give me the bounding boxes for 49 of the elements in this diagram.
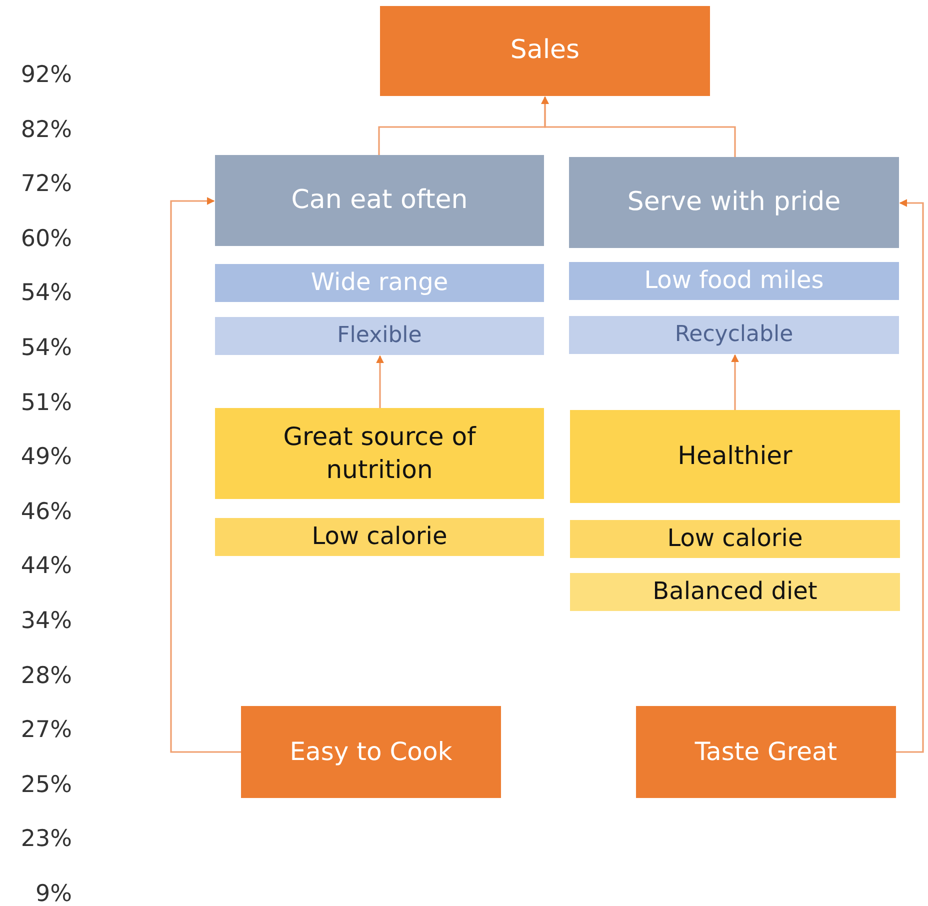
node-label: Great source of nutrition — [282, 421, 478, 486]
percentage-label: 60% — [20, 226, 72, 252]
arrow — [731, 354, 739, 410]
attribute-bar — [215, 317, 544, 355]
node-label: Sales — [510, 34, 580, 68]
attribute-bar — [215, 264, 544, 302]
node-label: Recyclable — [674, 320, 794, 349]
benefit-box — [215, 155, 544, 246]
percentage-label: 46% — [20, 498, 72, 525]
node-label: Can eat often — [291, 184, 468, 217]
benefit-box — [569, 157, 899, 248]
arrow — [541, 96, 736, 157]
sales-box — [380, 6, 710, 96]
percentage-label: 23% — [20, 826, 72, 852]
percentage-label: 51% — [20, 390, 72, 416]
percentage-label: 49% — [20, 444, 72, 470]
percentage-label: 54% — [20, 280, 72, 306]
node-label: Low food miles — [644, 265, 824, 296]
attribute-bar — [570, 573, 900, 611]
attribute-bar — [570, 520, 900, 558]
driver-box — [241, 706, 501, 798]
percentage-label: 44% — [20, 553, 72, 580]
driver-box — [636, 706, 896, 798]
node-label: Low calorie — [312, 521, 448, 552]
percentage-label: 92% — [20, 62, 72, 88]
node-label: Balanced diet — [652, 576, 818, 608]
node-label: Taste Great — [694, 736, 838, 768]
node-label: Low calorie — [667, 523, 803, 554]
attribute-bar — [569, 316, 899, 354]
arrow — [896, 199, 924, 753]
arrow — [170, 197, 241, 753]
percentage-label: 28% — [20, 662, 72, 689]
percentage-label: 25% — [20, 772, 72, 798]
benefit-box — [215, 408, 544, 499]
arrow — [376, 355, 384, 408]
node-label: Wide range — [310, 267, 448, 298]
percentage-label: 34% — [20, 608, 72, 634]
percentage-label: 82% — [20, 116, 72, 143]
attribute-bar — [569, 262, 899, 300]
percentage-label: 9% — [34, 881, 72, 906]
percentage-label: 54% — [20, 335, 72, 361]
node-label: Healthier — [678, 440, 792, 472]
percentage-label: 72% — [20, 171, 72, 198]
percentage-label: 27% — [20, 717, 72, 744]
attribute-bar — [215, 518, 544, 556]
node-label: Easy to Cook — [290, 736, 452, 768]
node-label: Serve with pride — [627, 186, 841, 219]
node-label: Flexible — [337, 322, 422, 350]
benefit-box — [570, 410, 900, 503]
